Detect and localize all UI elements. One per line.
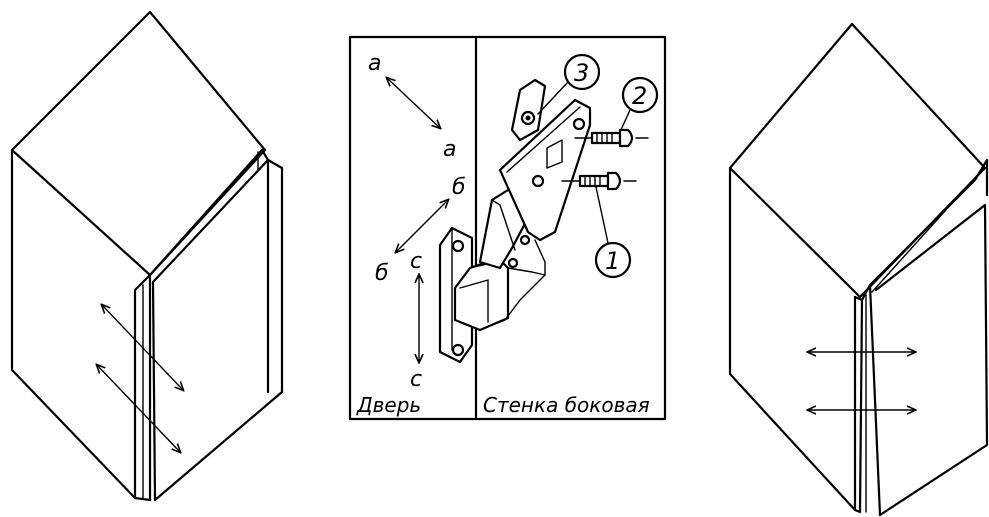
callouts [537, 53, 659, 279]
center-panel [348, 35, 667, 421]
screws [561, 128, 649, 191]
screw-hole-top-icon [451, 239, 465, 253]
adjustment-arrows [387, 78, 448, 362]
callout-3-label: 3 [574, 59, 589, 87]
callout-2-circle [621, 76, 659, 114]
door-label: Дверь [356, 393, 421, 417]
pivot-hole-2-icon [572, 117, 586, 131]
left-cabinet-arrows [97, 305, 183, 452]
hinge-mechanism [438, 78, 592, 364]
label-b-bottom: б [375, 261, 389, 286]
right-cabinet-open [728, 22, 989, 517]
label-c-bottom: с [410, 367, 422, 392]
left-cabinet-closed [10, 10, 284, 502]
callout-1-circle [594, 241, 632, 279]
right-cabinet-arrows [808, 352, 915, 410]
callout-2-label: 2 [632, 82, 647, 110]
label-b-top: б [452, 175, 466, 200]
label-a-top: а [368, 51, 381, 76]
pivot-hole-icon [531, 174, 545, 188]
wall-label: Стенка боковая [483, 393, 650, 417]
label-a-bottom: а [443, 137, 456, 162]
callout-1-label: 1 [605, 247, 620, 275]
label-c-top: с [410, 249, 422, 274]
callout-3-circle [563, 53, 601, 91]
screw-hole-bottom-icon [451, 343, 465, 357]
adjust-window-icon [546, 139, 563, 169]
screw-2-icon [574, 128, 649, 148]
screw-1-icon [561, 171, 637, 191]
